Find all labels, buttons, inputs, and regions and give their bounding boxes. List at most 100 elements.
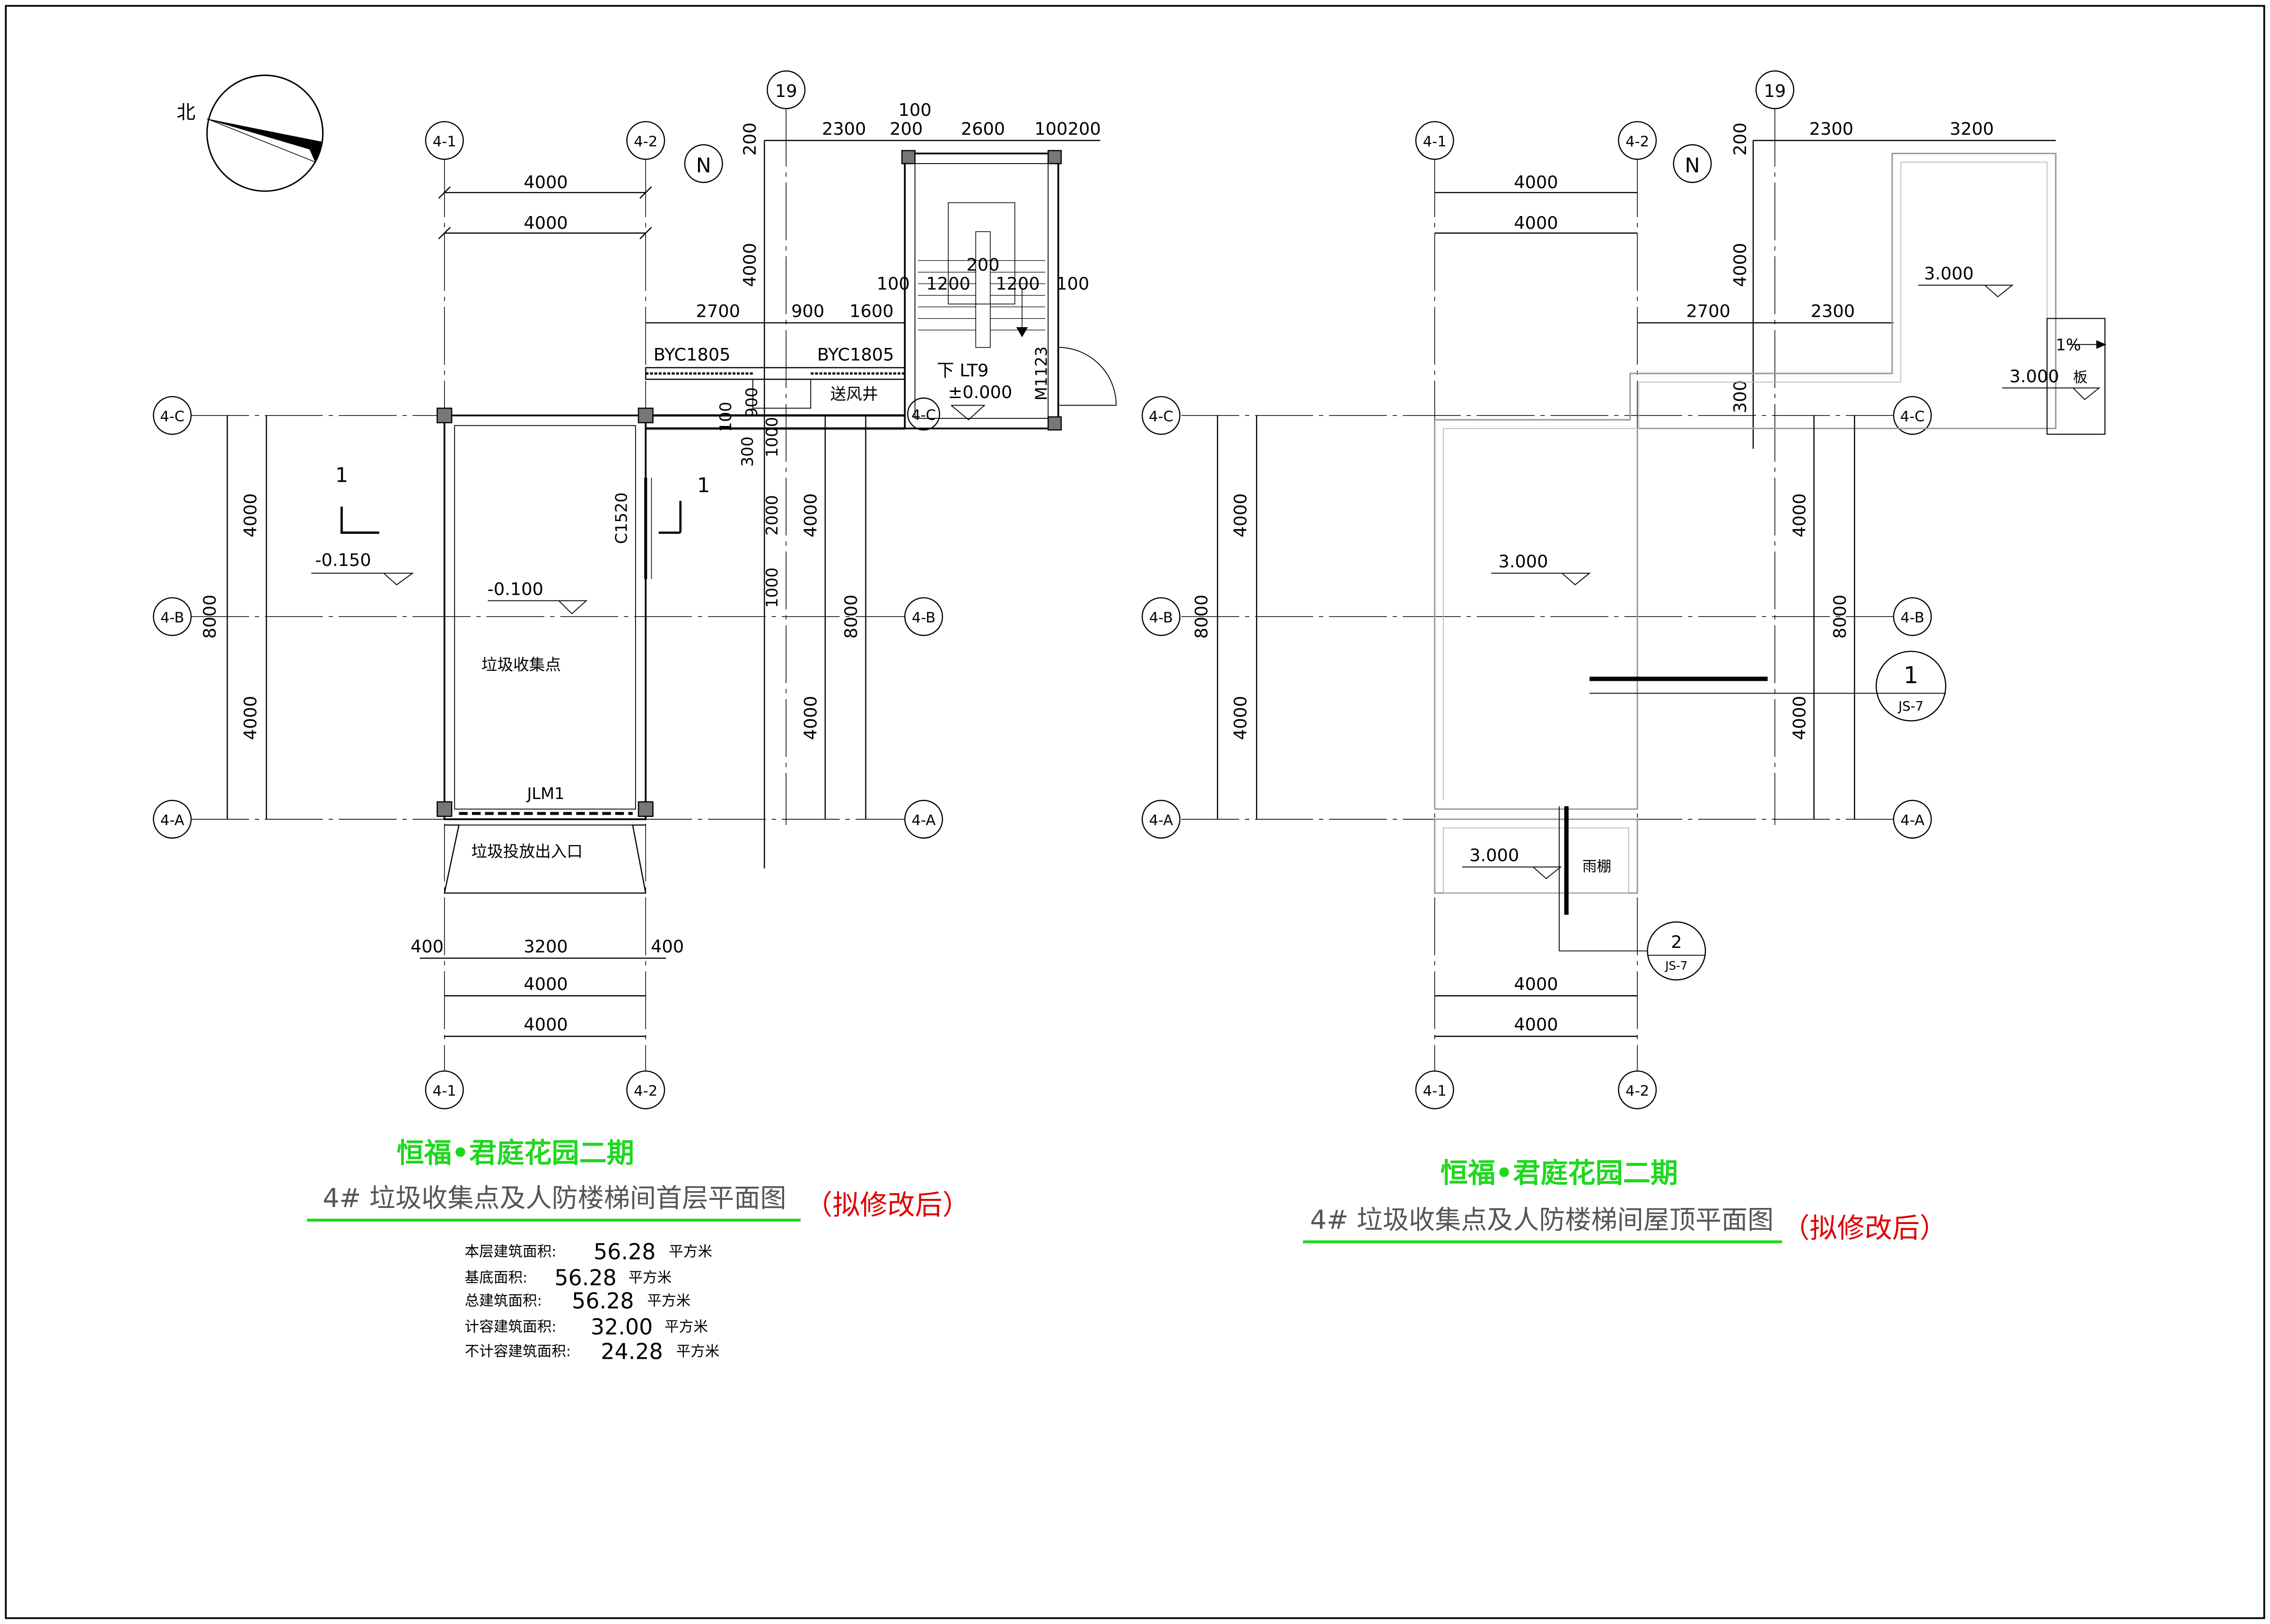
roof-dim-4000-right-a: 4000: [1789, 493, 1809, 537]
dim-stair-1200-b: 1200: [995, 273, 1039, 294]
roof-grid-4-B-right: 4-B: [1901, 609, 1924, 626]
dim-200-a: 200: [890, 119, 923, 139]
roof-grid-4-1-top: 4-1: [1423, 133, 1447, 150]
roof-dim-4000-a: 4000: [1514, 172, 1558, 192]
dim-3200: 3200: [524, 936, 568, 956]
area-value-1: 56.28: [554, 1265, 616, 1291]
grid-label-4-A-left: 4-A: [160, 812, 184, 829]
elev-minus-0100: -0.100: [488, 579, 543, 599]
roof-access-hatch: [2046, 318, 2106, 435]
dim-2300: 2300: [822, 119, 866, 139]
grid-label-4-B-left: 4-B: [160, 609, 184, 626]
roof-dim-4000-right-b: 4000: [1789, 696, 1809, 740]
detail-callout-1: [1876, 651, 1947, 721]
window-byc1805-b: BYC1805: [817, 344, 894, 365]
area-label-4: 不计容建筑面积:: [465, 1344, 571, 1360]
roof-drawing-title: 4# 垃圾收集点及人防楼梯间屋顶平面图: [1310, 1205, 1773, 1235]
north-marker-icon: [684, 144, 723, 183]
roof-dim-4000-left-b: 4000: [1231, 696, 1251, 740]
roof-grid-4-A-left: 4-A: [1149, 812, 1173, 829]
door-jlm1: JLM1: [526, 784, 565, 803]
grid-label-4-A-right: 4-A: [912, 812, 936, 829]
roof-dim-2700: 2700: [1686, 301, 1730, 321]
door-swing: [1057, 347, 1117, 406]
roof-plan: 4-1 4-2 19 N 4-C 4-B 4-A 4-C 4-B 4-A 4-1…: [1142, 70, 2107, 1110]
dim-400-left: 400: [410, 936, 444, 956]
roof-dim-8000-left: 8000: [1191, 595, 1212, 639]
window-byc1805-a: BYC1805: [654, 344, 731, 365]
roof-dim-bottom-4000-a: 4000: [1514, 974, 1558, 994]
dim-200-vert: 200: [740, 122, 760, 156]
sheet-border: [5, 5, 2265, 1619]
dim-100-v2: 100: [716, 402, 735, 432]
dim-100-b: 100: [1034, 119, 1067, 139]
area-table: 本层建筑面积: 56.28 平方米 基底面积: 56.28 平方米 总建筑面积:…: [465, 1239, 720, 1364]
dim-stair-100-a: 100: [877, 273, 910, 294]
roof-grid-4-A-right: 4-A: [1900, 812, 1924, 829]
area-unit-1: 平方米: [629, 1269, 672, 1286]
roof-dim-300-v: 300: [1730, 380, 1750, 413]
dim-2700: 2700: [696, 301, 740, 321]
window-c1520: C1520: [612, 492, 631, 544]
dim-4000-vert: 4000: [740, 243, 760, 287]
roof-grid-4-1-bottom: 4-1: [1423, 1083, 1447, 1100]
roof-plate-label: 板: [2073, 369, 2088, 386]
detail-sheet-1: JS-7: [1897, 699, 1923, 714]
grid-label-4-1-bottom: 4-1: [433, 1083, 456, 1100]
roof-grid-4-C-right: 4-C: [1900, 408, 1925, 425]
area-label-1: 基底面积:: [465, 1269, 528, 1286]
dim-900: 900: [791, 301, 824, 321]
grid-label-4-B-right: 4-B: [912, 609, 935, 626]
grid-label-4-1-top: 4-1: [433, 133, 456, 150]
area-label-3: 计容建筑面积:: [465, 1319, 557, 1335]
dim-2600: 2600: [961, 119, 1005, 139]
roof-dim-bottom-4000-b: 4000: [1514, 1015, 1558, 1035]
detail-callout-2: [1647, 921, 1706, 981]
ground-floor-plan: 北 4-1 4-2 19 N 4-C 4-B 4-A 4-B 4-A 4-C 4…: [153, 70, 1117, 1110]
dim-2000-v: 2000: [763, 495, 781, 536]
ground-drawing-title: 4# 垃圾收集点及人防楼梯间首层平面图: [323, 1183, 786, 1213]
area-unit-4: 平方米: [676, 1344, 720, 1360]
north-marker-label: N: [696, 154, 711, 177]
dim-top-4000-a: 4000: [524, 172, 568, 192]
entry-ramp: [444, 824, 646, 894]
roof-dim-2300: 2300: [1809, 119, 1853, 139]
north-arrow-icon: [206, 74, 324, 192]
dim-bottom-4000-b: 4000: [524, 1015, 568, 1035]
grid-label-4-C-left: 4-C: [160, 408, 184, 425]
grid-label-4-C-right: 4-C: [911, 407, 936, 424]
dim-900-v: 900: [742, 387, 761, 417]
ground-project-title: 恒福•君庭花园二期: [397, 1137, 634, 1169]
dim-4000-right-a: 4000: [801, 493, 821, 537]
north-label: 北: [176, 102, 195, 123]
roof-elev-3000-main: 3.000: [1498, 551, 1548, 572]
elev-minus-0150: -0.150: [315, 550, 371, 570]
air-shaft-label: 送风井: [830, 385, 878, 403]
dim-400-right: 400: [651, 936, 684, 956]
area-value-3: 32.00: [591, 1314, 653, 1340]
grid-label-4-2-top: 4-2: [634, 133, 657, 150]
stair-handrail: [975, 231, 991, 348]
dim-stair-1200-a: 1200: [926, 273, 970, 294]
area-value-2: 56.28: [572, 1288, 634, 1314]
stair-room: [904, 152, 1059, 430]
detail-sheet-2: JS-7: [1664, 959, 1687, 973]
dim-300-v: 300: [738, 436, 757, 467]
roof-grid-4-2-bottom: 4-2: [1625, 1083, 1649, 1100]
roof-project-title: 恒福•君庭花园二期: [1441, 1157, 1678, 1189]
roof-elev-3000-top: 3.000: [1924, 263, 1973, 284]
area-value-0: 56.28: [594, 1239, 655, 1264]
roof-dim-4000-b: 4000: [1514, 213, 1558, 233]
section-mark-left: 1: [335, 464, 348, 487]
canopy-elev: 3.000: [1469, 845, 1519, 866]
roof-title-note: （拟修改后）: [1782, 1212, 1947, 1244]
dim-1000-v: 1000: [763, 417, 781, 458]
dim-stair-100-b: 100: [1056, 273, 1089, 294]
dim-top-4000-b: 4000: [524, 213, 568, 233]
roof-dim-200-v: 200: [1730, 122, 1750, 156]
area-unit-2: 平方米: [647, 1293, 690, 1309]
ground-title-note: （拟修改后）: [805, 1189, 970, 1221]
area-label-2: 总建筑面积:: [465, 1293, 542, 1309]
roof-grid-4-B-left: 4-B: [1149, 609, 1173, 626]
